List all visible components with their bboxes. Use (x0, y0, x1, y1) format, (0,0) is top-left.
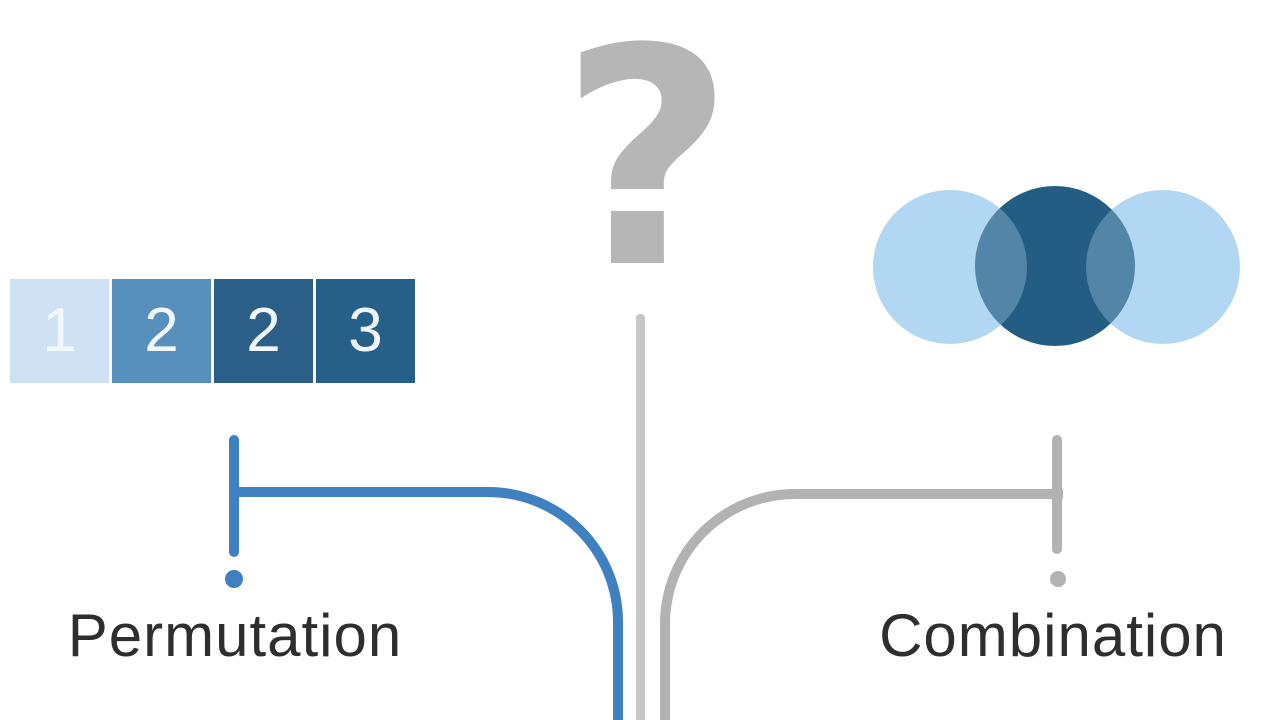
number-tiles: 1 2 2 3 (10, 279, 415, 383)
number-tile: 3 (316, 279, 415, 383)
question-mark: ? (560, 0, 735, 334)
combination-tick-line (1052, 435, 1062, 554)
venn-right-overlap-overlay (1086, 190, 1240, 344)
venn-center-circle (975, 186, 1135, 346)
number-tile: 2 (112, 279, 211, 383)
center-stem-line (636, 314, 645, 720)
permutation-label: Permutation (67, 602, 403, 669)
permutation-tick-line (229, 435, 239, 557)
number-tile: 2 (214, 279, 313, 383)
number-tile: 1 (10, 279, 109, 383)
combination-dot (1050, 571, 1066, 587)
permutation-dot (225, 570, 243, 588)
venn-left-overlap-overlay (873, 190, 1027, 344)
combination-branch-line (660, 489, 1063, 720)
combination-label: Combination (879, 602, 1227, 669)
permutation-branch-line (234, 487, 623, 720)
